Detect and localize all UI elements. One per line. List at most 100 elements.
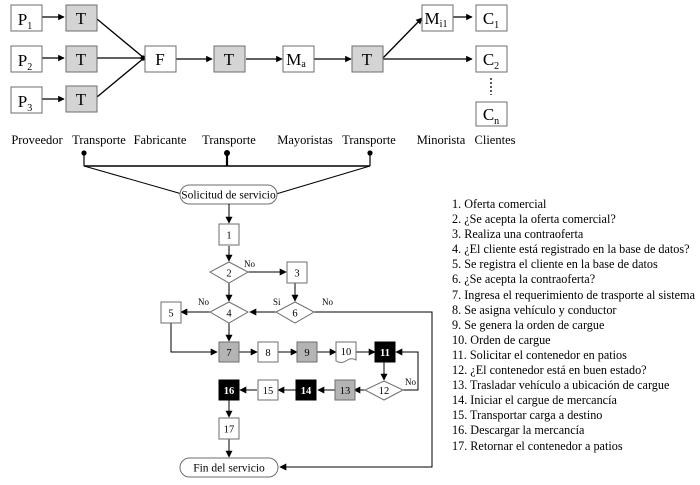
node-t4	[213, 45, 246, 73]
step-11-box	[374, 341, 396, 363]
transport-connectors	[81, 150, 373, 195]
legend-item: 10. Orden de cargue	[452, 332, 551, 347]
legend-item: 12. ¿El contenedor está en buen estado?	[452, 363, 647, 378]
label-cn: Cn	[483, 105, 499, 127]
category-minorista: Minorista	[417, 133, 466, 147]
category-fabricante: Fabricante	[134, 133, 187, 147]
flow-decisions	[208, 261, 405, 401]
legend-item: 17. Retornar el contenedor a patios	[452, 438, 623, 453]
step-10-document	[335, 341, 357, 363]
node-t3	[65, 85, 98, 113]
step-10-label: 10	[341, 347, 352, 358]
category-transporte-2: Transporte	[202, 133, 256, 147]
label-p1: P1	[18, 10, 32, 32]
label-ma: Ma	[286, 50, 306, 70]
line-t3-f	[96, 57, 145, 98]
end-terminator	[179, 457, 279, 478]
step-5-box	[160, 301, 182, 324]
node-t2	[65, 45, 98, 73]
node-mi1	[421, 4, 454, 32]
start-label: Solicitud de servicio	[181, 190, 276, 202]
category-transporte-3: Transporte	[342, 133, 396, 147]
flow-boxes	[160, 223, 396, 440]
node-p3	[10, 86, 43, 114]
branch-label-6-no: No	[322, 297, 333, 307]
label-t4: T	[224, 50, 235, 69]
label-t3: T	[76, 90, 87, 109]
supply-chain-connectors	[42, 13, 492, 103]
step-11-label: 11	[380, 348, 390, 359]
step-2-label: 2	[226, 269, 231, 280]
junction-dot	[140, 55, 146, 61]
category-proveedor: Proveedor	[11, 133, 63, 147]
supply-chain-nodes	[10, 4, 508, 127]
legend-item: 6. ¿Se acepta la contraoferta?	[452, 272, 596, 287]
step-5-label: 5	[168, 309, 173, 320]
label-mi1: Mi1	[425, 9, 448, 30]
node-t1	[65, 4, 98, 32]
step-6-label: 6	[292, 309, 297, 320]
label-t5: T	[362, 50, 373, 69]
step-8-label: 8	[265, 348, 270, 359]
branch-label-6-si: Si	[273, 297, 281, 307]
branch-label-4-no: No	[198, 297, 209, 307]
category-clientes: Clientes	[475, 133, 516, 147]
legend-item: 5. Se registra el cliente en la base de …	[452, 257, 658, 272]
decision-6	[274, 301, 316, 324]
legend-item: 2. ¿Se acepta la oferta comercial?	[452, 212, 616, 227]
node-c1	[475, 4, 508, 32]
step-17-label: 17	[224, 425, 235, 436]
step-16-label: 16	[224, 386, 235, 397]
step-8-box	[257, 341, 279, 363]
step-14-label: 14	[301, 386, 312, 397]
node-c2	[475, 45, 508, 73]
label-f: F	[155, 50, 164, 69]
node-p1	[10, 4, 43, 32]
label-t2: T	[76, 50, 87, 69]
label-c1: C1	[483, 9, 499, 31]
node-t5	[351, 45, 384, 73]
end-label: Fin del servicio	[193, 463, 265, 475]
node-p2	[10, 45, 43, 73]
step-legend: 1. Oferta comercial 2. ¿Se acepta la ofe…	[452, 197, 695, 454]
step-15-label: 15	[263, 386, 274, 397]
arrow-t5-mi1	[382, 17, 423, 59]
step-13-label: 13	[340, 386, 351, 397]
legend-item: 11. Solicitar el contenedor en patios	[452, 347, 627, 362]
category-mayoristas: Mayoristas	[277, 133, 333, 147]
node-ma	[282, 45, 315, 73]
step-9-box	[296, 341, 318, 363]
step-16-box	[218, 379, 240, 401]
legend-item: 14. Iniciar el cargue de mercancía	[452, 393, 617, 408]
label-t1: T	[76, 9, 87, 28]
step-4-label: 4	[226, 309, 232, 320]
label-c2: C2	[483, 50, 499, 72]
legend-item: 4. ¿El cliente está registrado en la bas…	[452, 242, 690, 257]
label-p2: P2	[18, 51, 32, 73]
step-17-box	[218, 417, 240, 440]
decision-12	[363, 380, 405, 401]
step-15-box	[257, 379, 279, 401]
label-p3: P3	[18, 92, 32, 114]
decision-4	[208, 301, 250, 324]
legend-item: 7. Ingresa el requerimiento de trasporte…	[452, 287, 695, 302]
line-t1-f	[96, 18, 145, 59]
node-cn	[475, 101, 508, 127]
category-transporte-1: Transporte	[72, 133, 126, 147]
branch-label-2-no: No	[244, 259, 255, 269]
step-7-label: 7	[226, 348, 231, 359]
legend-item: 15. Transportar carga a destino	[452, 408, 603, 423]
step-7-box	[218, 341, 240, 363]
step-1-label: 1	[226, 231, 231, 242]
step-12-label: 12	[379, 386, 390, 397]
step-1-box	[218, 223, 240, 246]
branch-label-12-no: No	[405, 377, 416, 387]
step-9-label: 9	[304, 348, 309, 359]
legend-item: 16. Descargar la mercancía	[452, 423, 585, 438]
node-f	[144, 45, 177, 73]
legend-item: 9. Se genera la orden de cargue	[452, 317, 605, 332]
legend-item: 3. Realiza una contraoferta	[452, 227, 584, 242]
decision-2	[208, 261, 250, 284]
flow-lines	[170, 204, 433, 471]
